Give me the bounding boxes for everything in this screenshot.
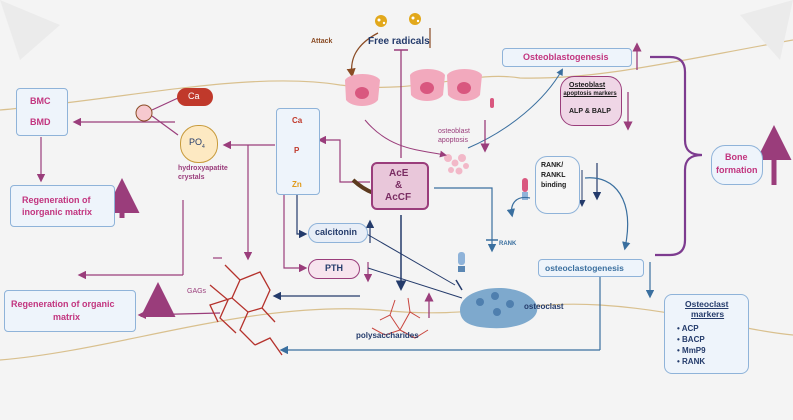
bmc-bmd-box: BMC BMD — [16, 88, 68, 136]
phosphate-circle: PO4 — [180, 125, 218, 163]
regen-inorganic-line2: inorganic matrix — [22, 207, 93, 217]
apoptotic-bodies-icon — [444, 154, 469, 175]
osteoblast-cell-icon — [345, 74, 380, 106]
regeneration-inorganic-box: Regeneration of inorganic matrix — [10, 185, 115, 227]
osteoblast-cell-icon — [410, 69, 445, 101]
pth-label: PTH — [325, 263, 343, 273]
bmc-label: BMC — [30, 96, 51, 106]
bone-formation-box: Bone formation — [711, 145, 763, 185]
polysaccharides-label: polysaccharides — [356, 331, 419, 340]
ace-accf-box: AcE & AcCF — [371, 162, 429, 210]
osteoclast-marker-item: • ACP — [677, 324, 699, 333]
free-radicals-label: Free radicals — [368, 36, 430, 47]
apoptosis-markers-line2: apoptosis markers — [563, 91, 617, 97]
ace-amp-label: & — [395, 180, 403, 191]
regen-organic-line1: Regeneration of organic — [11, 299, 115, 309]
rank-label: RANK — [499, 241, 517, 247]
osteoclastogenesis-label: osteoclastogenesis — [545, 263, 624, 273]
calcitonin-label: calcitonin — [315, 227, 358, 237]
osteoblast-cell-icon — [447, 69, 482, 101]
bone-formation-brace — [650, 55, 703, 257]
bone-formation-line1: Bone — [725, 152, 748, 162]
rankl-icon — [522, 178, 528, 200]
phosphate-label: PO — [189, 137, 203, 147]
polysaccharides-icon — [371, 297, 429, 339]
bmd-label: BMD — [30, 117, 51, 127]
regen-organic-line2: matrix — [53, 312, 81, 322]
osteoblastogenesis-label: Osteoblastogenesis — [523, 52, 609, 62]
pth-pill: PTH — [308, 259, 360, 279]
osteoclast-markers-box: Osteoclast markers • ACP • BACP • MmP9 •… — [664, 294, 749, 374]
gags-label: GAGs — [187, 288, 207, 295]
osteoclast-markers-title1: Osteoclast — [685, 299, 729, 309]
osteoblastogenesis-box: Osteoblastogenesis — [502, 48, 632, 67]
apoptosis-markers-line1: Osteoblast — [569, 82, 606, 89]
calcium-pill: Ca — [177, 88, 213, 106]
osteoclast-cell-icon — [460, 288, 538, 329]
attack-label: Attack — [311, 38, 333, 45]
junction-node-icon — [135, 104, 153, 122]
osteoblast-apoptosis-line1: osteoblast — [438, 128, 470, 135]
rank-rankl-binding-box: RANK/ RANKL binding — [535, 156, 580, 214]
apoptosis-markers-values: ALP & BALP — [569, 108, 611, 115]
free-radical-icon — [375, 15, 387, 27]
rankl-line2: RANKL — [541, 172, 566, 179]
osteoclast-label: osteoclast — [524, 302, 564, 311]
minerals-box: Ca P Zn — [276, 108, 320, 195]
phosphate-subscript: 4 — [202, 143, 205, 150]
bone-formation-line2: formation — [716, 165, 758, 175]
mineral-p-label: P — [294, 146, 300, 155]
rank-receptor-icon — [458, 252, 465, 272]
accf-label: AcCF — [385, 192, 412, 203]
osteoclast-marker-item: • RANK — [677, 357, 706, 366]
osteoclast-markers-title2: markers — [691, 309, 725, 319]
hydroxyapatite-label: hydroxyapatite — [178, 165, 228, 172]
osteoclast-marker-item: • BACP — [677, 335, 705, 344]
osteoclast-marker-item: • MmP9 — [677, 346, 706, 355]
mineral-zn-label: Zn — [292, 180, 302, 189]
regeneration-organic-box: Regeneration of organic matrix — [4, 290, 136, 332]
mineral-ca-label: Ca — [292, 116, 303, 125]
ace-label: AcE — [389, 168, 409, 179]
rankl-line3: binding — [541, 182, 567, 189]
osteoblast-apoptosis-markers-box: Osteoblast apoptosis markers ALP & BALP — [560, 76, 622, 126]
crystals-label: crystals — [178, 174, 205, 181]
osteoblast-apoptosis-line2: apoptosis — [438, 137, 468, 144]
rankl-line1: RANK/ — [541, 162, 564, 169]
calcitonin-pill: calcitonin — [308, 223, 368, 243]
gags-network-icon — [209, 264, 283, 356]
free-radical-icon — [409, 13, 421, 25]
osteoclastogenesis-box: osteoclastogenesis — [538, 259, 644, 277]
regen-inorganic-line1: Regeneration of — [22, 195, 91, 205]
calcium-label: Ca — [188, 91, 200, 101]
